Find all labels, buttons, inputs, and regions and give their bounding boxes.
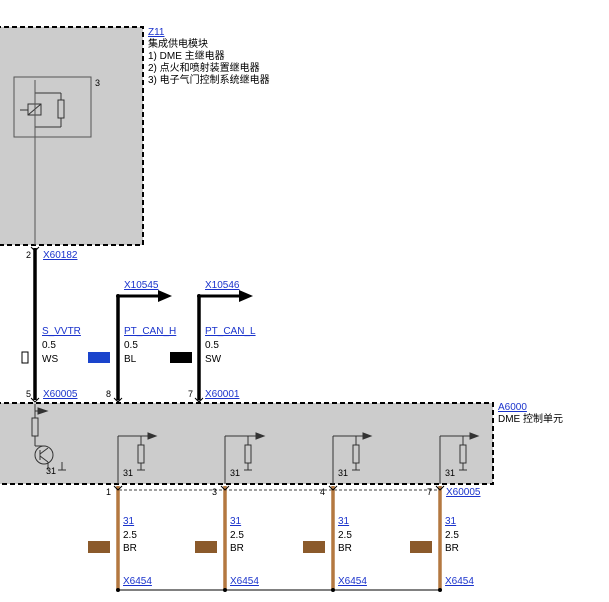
gw4-connector-link[interactable]: X6454 (445, 576, 474, 587)
connector-tick (30, 397, 40, 403)
ground-circuit-4 (439, 432, 480, 484)
relay-frame (13, 76, 92, 138)
gw4-size: 2.5 (445, 530, 459, 541)
pin-a6000-8: 8 (106, 389, 111, 399)
z11-module-box (0, 26, 144, 246)
z11-item-3: 3) 电子气门控制系统继电器 (148, 73, 270, 86)
color-swatch-white (21, 351, 29, 364)
connector-tick (328, 485, 338, 491)
pin-lower-7: 7 (427, 487, 432, 497)
ground-label-1: 31 (123, 468, 133, 478)
z11-item-1: 1) DME 主继电器 (148, 49, 225, 62)
gw2-name-link[interactable]: 31 (230, 516, 242, 527)
wire1-size: 0.5 (42, 340, 56, 351)
color-swatch-black (170, 352, 192, 363)
junction-dot (331, 588, 335, 592)
connector-x60182-link[interactable]: X60182 (43, 250, 78, 261)
a6000-id-link[interactable]: A6000 (498, 402, 527, 413)
gw1-name-link[interactable]: 31 (123, 516, 135, 527)
connector-x10546-link[interactable]: X10546 (205, 280, 240, 291)
gw2-color: BR (230, 543, 244, 554)
color-swatch-brown (88, 541, 110, 553)
a6000-module-box (0, 402, 494, 485)
gw1-connector-link[interactable]: X6454 (123, 576, 152, 587)
pin-z11-2: 2 (26, 250, 31, 260)
wire3-size: 0.5 (205, 340, 219, 351)
ground-circuit-3 (332, 432, 373, 484)
ground-circuit-2 (224, 432, 266, 484)
color-swatch-brown (195, 541, 217, 553)
junction-dot (116, 588, 120, 592)
z11-title: 集成供电模块 (148, 37, 208, 50)
arrow-right-icon (239, 290, 253, 302)
wire3-color: SW (205, 354, 222, 365)
connector-tick (113, 397, 123, 403)
connector-tick (220, 485, 230, 491)
ground-label-internal: 31 (46, 466, 56, 476)
connector-tick (194, 397, 204, 403)
junction-dot (438, 588, 442, 592)
gw3-color: BR (338, 543, 352, 554)
gw3-name-link[interactable]: 31 (338, 516, 350, 527)
gw1-color: BR (123, 543, 137, 554)
a6000-title: DME 控制单元 (498, 412, 563, 425)
pin-a6000-5: 5 (26, 389, 31, 399)
z11-id-link[interactable]: Z11 (148, 27, 165, 38)
gw3-connector-link[interactable]: X6454 (338, 576, 367, 587)
ground-circuit-1 (117, 432, 158, 484)
z11-item-2: 2) 点火和喷射装置继电器 (148, 61, 260, 74)
junction-dot (197, 294, 201, 298)
ground-label-3: 31 (338, 468, 348, 478)
gw1-size: 2.5 (123, 530, 137, 541)
junction-dot (116, 294, 120, 298)
arrow-right-icon (362, 432, 373, 440)
wire2-color: BL (124, 354, 137, 365)
transistor-icon (31, 404, 54, 470)
connector-x60005-upper-link[interactable]: X60005 (43, 389, 78, 400)
pin-lower-1: 1 (106, 487, 111, 497)
arrow-right-icon (469, 432, 480, 440)
wire1-color: WS (42, 354, 58, 365)
connector-tick (435, 485, 445, 491)
pin-a6000-7: 7 (188, 389, 193, 399)
connector-x10545-link[interactable]: X10545 (124, 280, 159, 291)
signal-pt-can-h-link[interactable]: PT_CAN_H (124, 326, 176, 337)
signal-pt-can-l-link[interactable]: PT_CAN_L (205, 326, 256, 337)
ground-label-2: 31 (230, 468, 240, 478)
pin-lower-4: 4 (320, 487, 325, 497)
relay-number: 3 (95, 78, 100, 88)
junction-dot (223, 588, 227, 592)
ground-symbol-icon (58, 462, 66, 471)
gw4-name-link[interactable]: 31 (445, 516, 457, 527)
gw4-color: BR (445, 543, 459, 554)
pin-lower-3: 3 (212, 487, 217, 497)
connector-x60005-lower-bracket (117, 486, 441, 491)
gw2-size: 2.5 (230, 530, 244, 541)
connector-x60005-lower-link[interactable]: X60005 (446, 487, 481, 498)
gw3-size: 2.5 (338, 530, 352, 541)
signal-s-vvtr-link[interactable]: S_VVTR (42, 326, 81, 337)
color-swatch-brown (410, 541, 432, 553)
arrow-right-icon (255, 432, 266, 440)
gw2-connector-link[interactable]: X6454 (230, 576, 259, 587)
ground-label-4: 31 (445, 468, 455, 478)
arrow-right-icon (147, 432, 158, 440)
connector-x60001-link[interactable]: X60001 (205, 389, 240, 400)
connector-tick (30, 246, 40, 252)
connector-tick (113, 485, 123, 491)
arrow-right-icon (158, 290, 172, 302)
color-swatch-brown (303, 541, 325, 553)
wire2-size: 0.5 (124, 340, 138, 351)
color-swatch-blue (88, 352, 110, 363)
